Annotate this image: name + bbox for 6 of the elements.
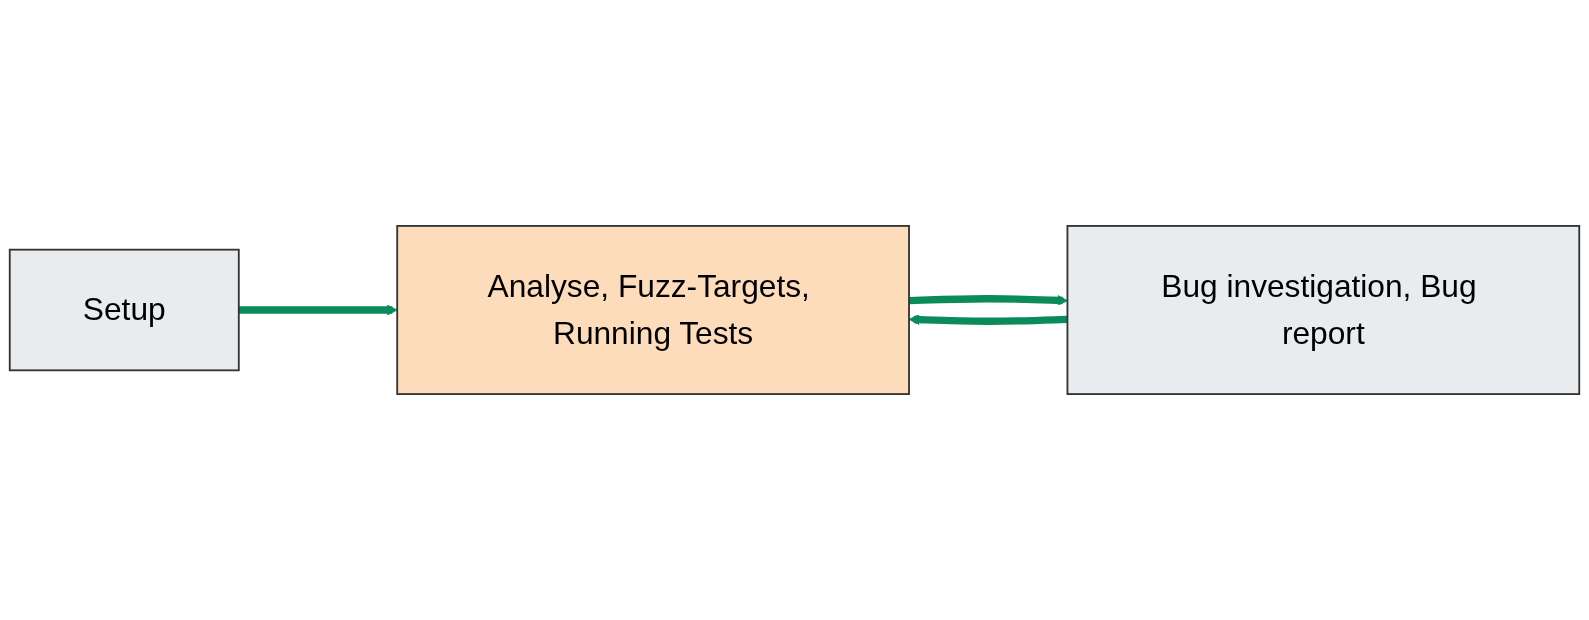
- node-box: Analyse, Fuzz-Targets, Running Tests: [396, 225, 910, 395]
- node-box: Bug investigation, Bug report: [1066, 225, 1581, 395]
- arrow: [238, 304, 398, 316]
- arrow: [908, 314, 1068, 325]
- arrow: [908, 295, 1068, 306]
- node-box: Setup: [8, 248, 240, 372]
